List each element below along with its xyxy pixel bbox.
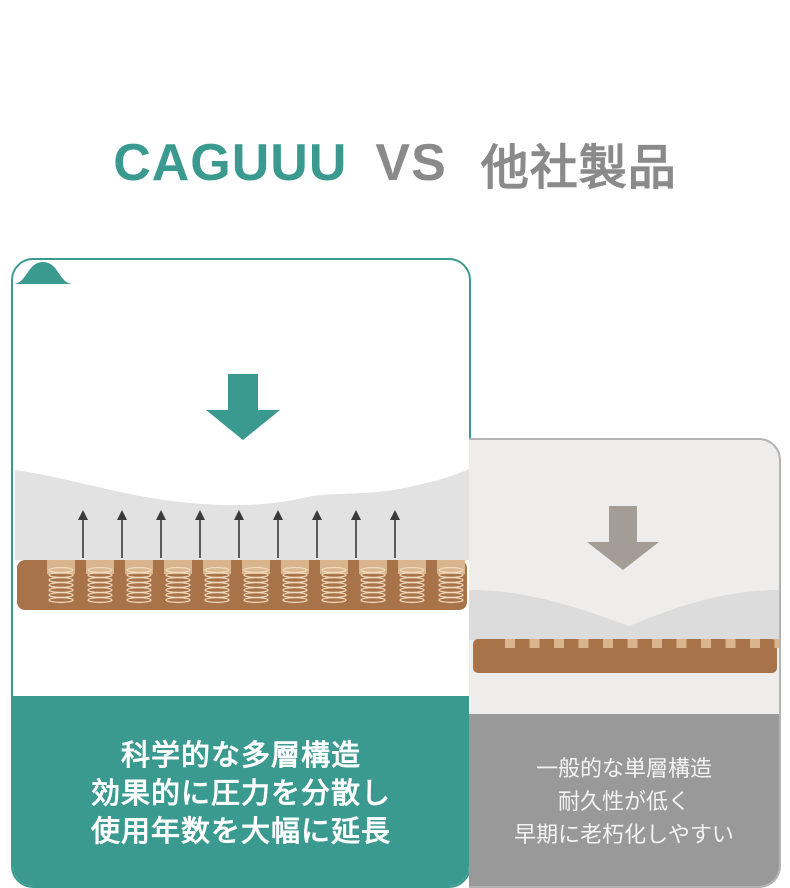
layer-block — [578, 639, 589, 648]
up-arrow-icon — [78, 510, 88, 558]
competitor-card: 一般的な単層構造 耐久性が低く 早期に老朽化しやすい — [469, 438, 781, 888]
up-arrow-icon — [117, 510, 127, 558]
caption-line: 耐久性が低く — [557, 789, 690, 815]
up-arrow-icon — [312, 510, 322, 558]
caption-line: 使用年数を大幅に延長 — [90, 814, 391, 848]
layer-block — [725, 639, 736, 648]
caption-line: 効果的に圧力を分散し — [90, 776, 391, 810]
brand-name: CAGUUU — [113, 134, 348, 192]
up-arrow-icon — [156, 510, 166, 558]
competitor-label: 他社製品 — [480, 140, 677, 196]
pressure-arrow-icon — [587, 506, 659, 570]
comparison-title: CAGUUU VS 他社製品 — [0, 128, 790, 198]
spring-coil — [203, 560, 231, 604]
layer-block — [774, 639, 779, 648]
spring-coil — [281, 560, 309, 604]
spring-coil — [125, 560, 153, 604]
support-arrows — [78, 510, 400, 558]
caption-line: 一般的な単層構造 — [535, 756, 712, 782]
layer-block — [529, 639, 540, 648]
layer-block — [505, 639, 515, 648]
caguuu-caption: 科学的な多層構造 効果的に圧力を分散し 使用年数を大幅に延長 — [13, 696, 469, 886]
caguuu-card: 科学的な多層構造 効果的に圧力を分散し 使用年数を大幅に延長 — [11, 258, 471, 888]
caption-line: 科学的な多層構造 — [120, 738, 361, 772]
springs — [47, 560, 465, 604]
layer-block — [603, 639, 613, 648]
up-arrow-icon — [234, 510, 244, 558]
layer-block — [676, 639, 687, 648]
up-arrow-icon — [273, 510, 283, 558]
singlelayer-illustration — [469, 506, 779, 673]
spring-coil — [86, 560, 114, 604]
layer-block — [701, 639, 711, 648]
spring-coil — [320, 560, 348, 604]
caption-notch — [13, 262, 73, 284]
cushion-layer — [469, 590, 779, 640]
layer-blocks — [505, 639, 779, 648]
pressure-arrow-icon — [206, 374, 280, 440]
up-arrow-icon — [351, 510, 361, 558]
spring-coil — [359, 560, 387, 604]
spring-coil — [242, 560, 270, 604]
layer-block — [554, 639, 564, 648]
up-arrow-icon — [195, 510, 205, 558]
competitor-caption: 一般的な単層構造 耐久性が低く 早期に老朽化しやすい — [469, 714, 779, 886]
layer-block — [652, 639, 662, 648]
layer-block — [750, 639, 760, 648]
layer-block — [627, 639, 638, 648]
spring-coil — [398, 560, 426, 604]
spring-coil — [437, 560, 465, 604]
up-arrow-icon — [390, 510, 400, 558]
spring-coil — [164, 560, 192, 604]
spring-coil — [47, 560, 75, 604]
vs-label: VS — [375, 134, 447, 192]
caption-line: 早期に老朽化しやすい — [514, 822, 734, 848]
multilayer-illustration — [15, 374, 469, 610]
